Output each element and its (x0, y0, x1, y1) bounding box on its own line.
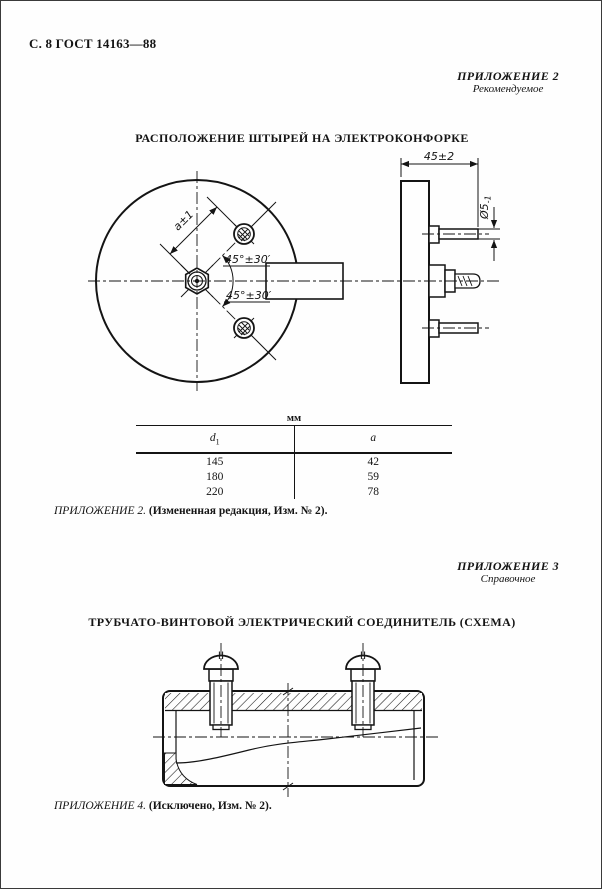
connector-body (162, 690, 425, 787)
side-pin-bottom (428, 319, 479, 338)
appendix2-label: ПРИЛОЖЕНИЕ 2 (457, 69, 559, 83)
appendix4-note-lead: ПРИЛОЖЕНИЕ 4. (54, 800, 146, 812)
page-header: С. 8 ГОСТ 14163—88 (29, 36, 157, 51)
sectioned-wall-hatch (165, 693, 422, 711)
appendix4-note-rest: (Исключено, Изм. № 2). (148, 800, 272, 812)
appendix4-note: ПРИЛОЖЕНИЕ 4. (Исключено, Изм. № 2). (54, 800, 272, 812)
hotplate-figure: a±1 45°±30′ 45°±30′ 45±2 (88, 150, 500, 391)
angle-upper-label: 45°±30′ (225, 253, 271, 266)
appendix2-note-rest: (Измененная редакция, Изм. № 2). (148, 505, 328, 517)
sectioned-corner-hatch (164, 752, 198, 785)
appendix3-label: ПРИЛОЖЕНИЕ 3 (457, 559, 559, 573)
appendix2-heading: ПРИЛОЖЕНИЕ 2 Рекомендуемое (457, 69, 559, 97)
col-header-d1: d1 (136, 425, 295, 454)
hotplate-side-view: 45±2 Ø5-1 (400, 150, 500, 384)
dimension-45: 45±2 (400, 150, 479, 227)
appendix3-sublabel: Справочное (480, 573, 536, 586)
angle-lower-label: 45°±30′ (226, 289, 272, 302)
connector-centerlines (153, 643, 439, 797)
side-pin-top (428, 225, 479, 244)
connector-figure (153, 643, 439, 797)
appendix2-sublabel: Рекомендуемое (472, 83, 544, 96)
table-units-label: мм (286, 413, 302, 424)
appendix2-note: ПРИЛОЖЕНИЕ 2. (Измененная редакция, Изм.… (54, 505, 328, 517)
centerlines (88, 171, 500, 391)
dimension-diameter: Ø5-1 (478, 195, 500, 261)
lower-pin (233, 317, 255, 339)
break-line (175, 727, 422, 764)
dim-a-label: a±1 (171, 208, 196, 233)
upper-pin (233, 223, 255, 245)
col-header-a: a (294, 425, 452, 454)
table-header-row: d1 a (136, 425, 452, 454)
appendix3-heading: ПРИЛОЖЕНИЕ 3 Справочное (457, 559, 559, 587)
dim-diameter-label: Ø5-1 (478, 195, 493, 220)
angle-annotations: 45°±30′ 45°±30′ (222, 253, 272, 307)
figure1-title: РАСПОЛОЖЕНИЕ ШТЫРЕЙ НА ЭЛЕКТРОКОНФОРКЕ (135, 131, 469, 145)
appendix2-note-lead: ПРИЛОЖЕНИЕ 2. (54, 505, 146, 517)
dim-45-label: 45±2 (424, 150, 454, 163)
figure2-title: ТРУБЧАТО-ВИНТОВОЙ ЭЛЕКТРИЧЕСКИЙ СОЕДИНИТ… (88, 615, 516, 629)
